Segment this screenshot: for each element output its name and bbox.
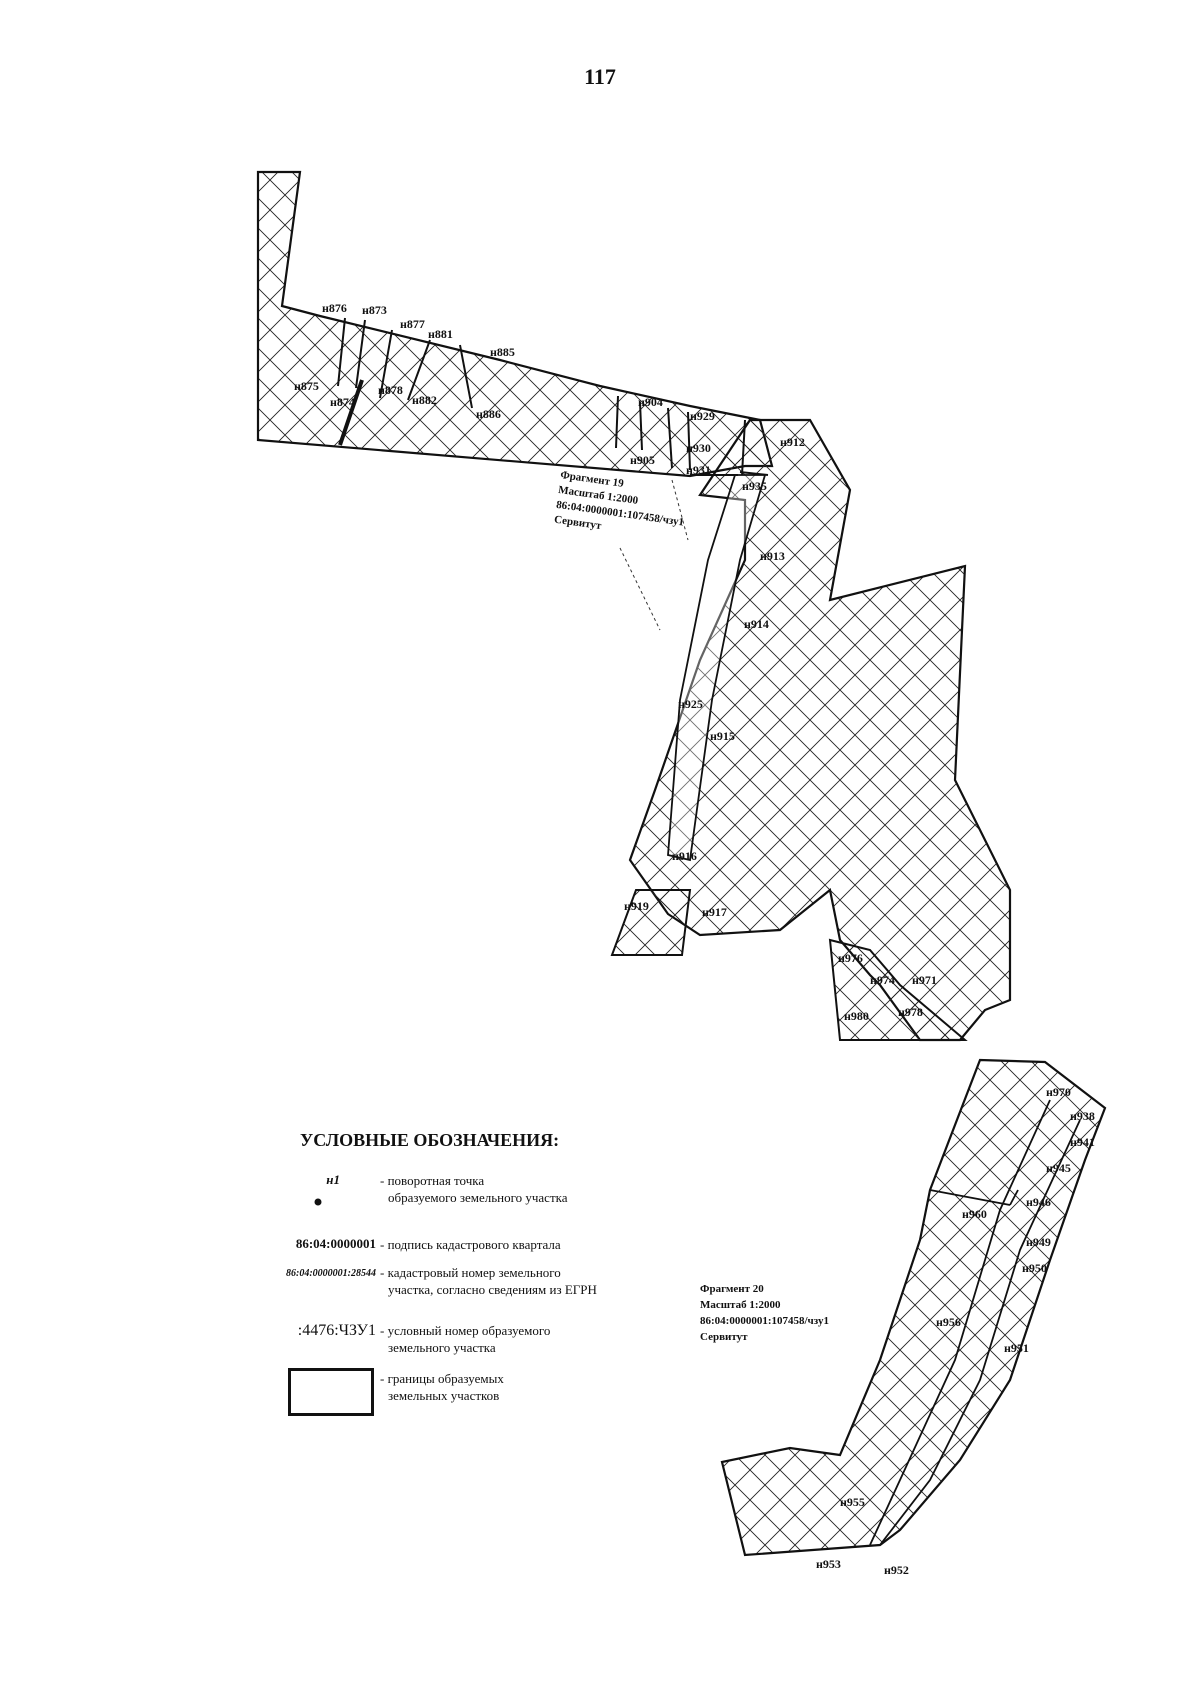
point-label: н874 xyxy=(330,395,355,409)
point-label: н916 xyxy=(672,849,697,863)
point-label: н938 xyxy=(1070,1109,1095,1123)
legend-symbol: 86:04:0000001:28544 xyxy=(286,1268,376,1279)
point-label: н905 xyxy=(630,453,655,467)
parcel-top-left xyxy=(256,170,774,478)
point-label: н912 xyxy=(780,435,805,449)
point-label: н877 xyxy=(400,317,425,331)
legend-text: - поворотная точка образуемого земельног… xyxy=(380,1172,568,1206)
point-label: н974 xyxy=(870,973,895,987)
legend-text-line: земельных участков xyxy=(388,1388,500,1403)
legend-point-dot xyxy=(314,1198,322,1206)
legend-text: - условный номер образуемого земельного … xyxy=(380,1322,550,1356)
legend-text-line: - поворотная точка xyxy=(380,1173,485,1188)
point-label: н904 xyxy=(638,395,663,409)
fragment-20-parcels xyxy=(720,1058,1107,1557)
point-label: н945 xyxy=(1046,1161,1071,1175)
legend-text-line: - подпись кадастрового квартала xyxy=(380,1237,561,1252)
point-label: н953 xyxy=(816,1557,841,1571)
point-labels: н876 н873 н877 н881 н885 н875 н874 н878 … xyxy=(294,301,1095,1577)
legend-text: - границы образуемых земельных участков xyxy=(380,1370,504,1404)
point-label: н917 xyxy=(702,905,727,919)
fragment-19-label: Фрагмент 19 Масштаб 1:2000 86:04:0000001… xyxy=(553,469,684,533)
legend-text-line: - кадастровый номер земельного xyxy=(380,1265,561,1280)
point-label: н935 xyxy=(742,479,767,493)
fragment-type: Сервитут xyxy=(700,1331,748,1343)
point-label: н873 xyxy=(362,303,387,317)
legend-text-line: - условный номер образуемого xyxy=(380,1323,551,1338)
point-label: н951 xyxy=(1004,1341,1029,1355)
fragment-19-parcels xyxy=(256,170,1012,1042)
legend-symbol: н1 xyxy=(326,1172,340,1187)
point-label: н913 xyxy=(760,549,785,563)
point-label: н882 xyxy=(412,393,437,407)
parcel-strip xyxy=(667,474,767,862)
parcel-small xyxy=(610,889,692,956)
point-label: н970 xyxy=(1046,1085,1071,1099)
fragment-type: Сервитут xyxy=(553,514,602,533)
legend-text-line: участка, согласно сведениям из ЕГРН xyxy=(388,1282,597,1297)
point-label: н915 xyxy=(710,729,735,743)
point-label: н956 xyxy=(936,1315,961,1329)
point-label: н949 xyxy=(1026,1235,1051,1249)
parcel-bottom xyxy=(828,938,968,1041)
point-label: н971 xyxy=(912,973,937,987)
point-label: н914 xyxy=(744,617,769,631)
point-label: н875 xyxy=(294,379,319,393)
point-label: н930 xyxy=(686,441,711,455)
point-label: н955 xyxy=(840,1495,865,1509)
point-label: н978 xyxy=(898,1005,923,1019)
point-label: н980 xyxy=(844,1009,869,1023)
point-label: н925 xyxy=(678,697,703,711)
point-label: н941 xyxy=(1070,1135,1095,1149)
legend-symbol: :4476:ЧЗУ1 xyxy=(297,1322,376,1339)
legend-symbol: 86:04:0000001 xyxy=(295,1236,376,1251)
point-label: н952 xyxy=(884,1563,909,1577)
point-label: н876 xyxy=(322,301,347,315)
point-label: н885 xyxy=(490,345,515,359)
fragment-scale: Масштаб 1:2000 xyxy=(700,1299,781,1311)
fragment-20-label: Фрагмент 20 Масштаб 1:2000 86:04:0000001… xyxy=(700,1283,829,1343)
point-label: н950 xyxy=(1022,1261,1047,1275)
page-number: 117 xyxy=(584,64,616,89)
point-label: н931 xyxy=(686,463,711,477)
legend-text-line: земельного участка xyxy=(388,1340,496,1355)
fragment-title: Фрагмент 20 xyxy=(700,1283,764,1295)
point-label: н878 xyxy=(378,383,403,397)
legend-text: - кадастровый номер земельного участка, … xyxy=(380,1264,597,1298)
point-label: н881 xyxy=(428,327,453,341)
legend-text-line: - границы образуемых xyxy=(380,1371,504,1386)
point-label: н886 xyxy=(476,407,501,421)
point-label: н976 xyxy=(838,951,863,965)
legend-title: УСЛОВНЫЕ ОБОЗНАЧЕНИЯ: xyxy=(300,1130,560,1150)
legend-text: - подпись кадастрового квартала xyxy=(380,1236,561,1253)
legend-text-line: образуемого земельного участка xyxy=(388,1190,568,1205)
fragment-cadastral: 86:04:0000001:107458/чзу1 xyxy=(700,1315,829,1327)
point-label: н919 xyxy=(624,899,649,913)
point-label: н960 xyxy=(962,1207,987,1221)
point-label: н946 xyxy=(1026,1195,1051,1209)
legend-boundary-swatch xyxy=(288,1368,374,1416)
point-label: н929 xyxy=(690,409,715,423)
